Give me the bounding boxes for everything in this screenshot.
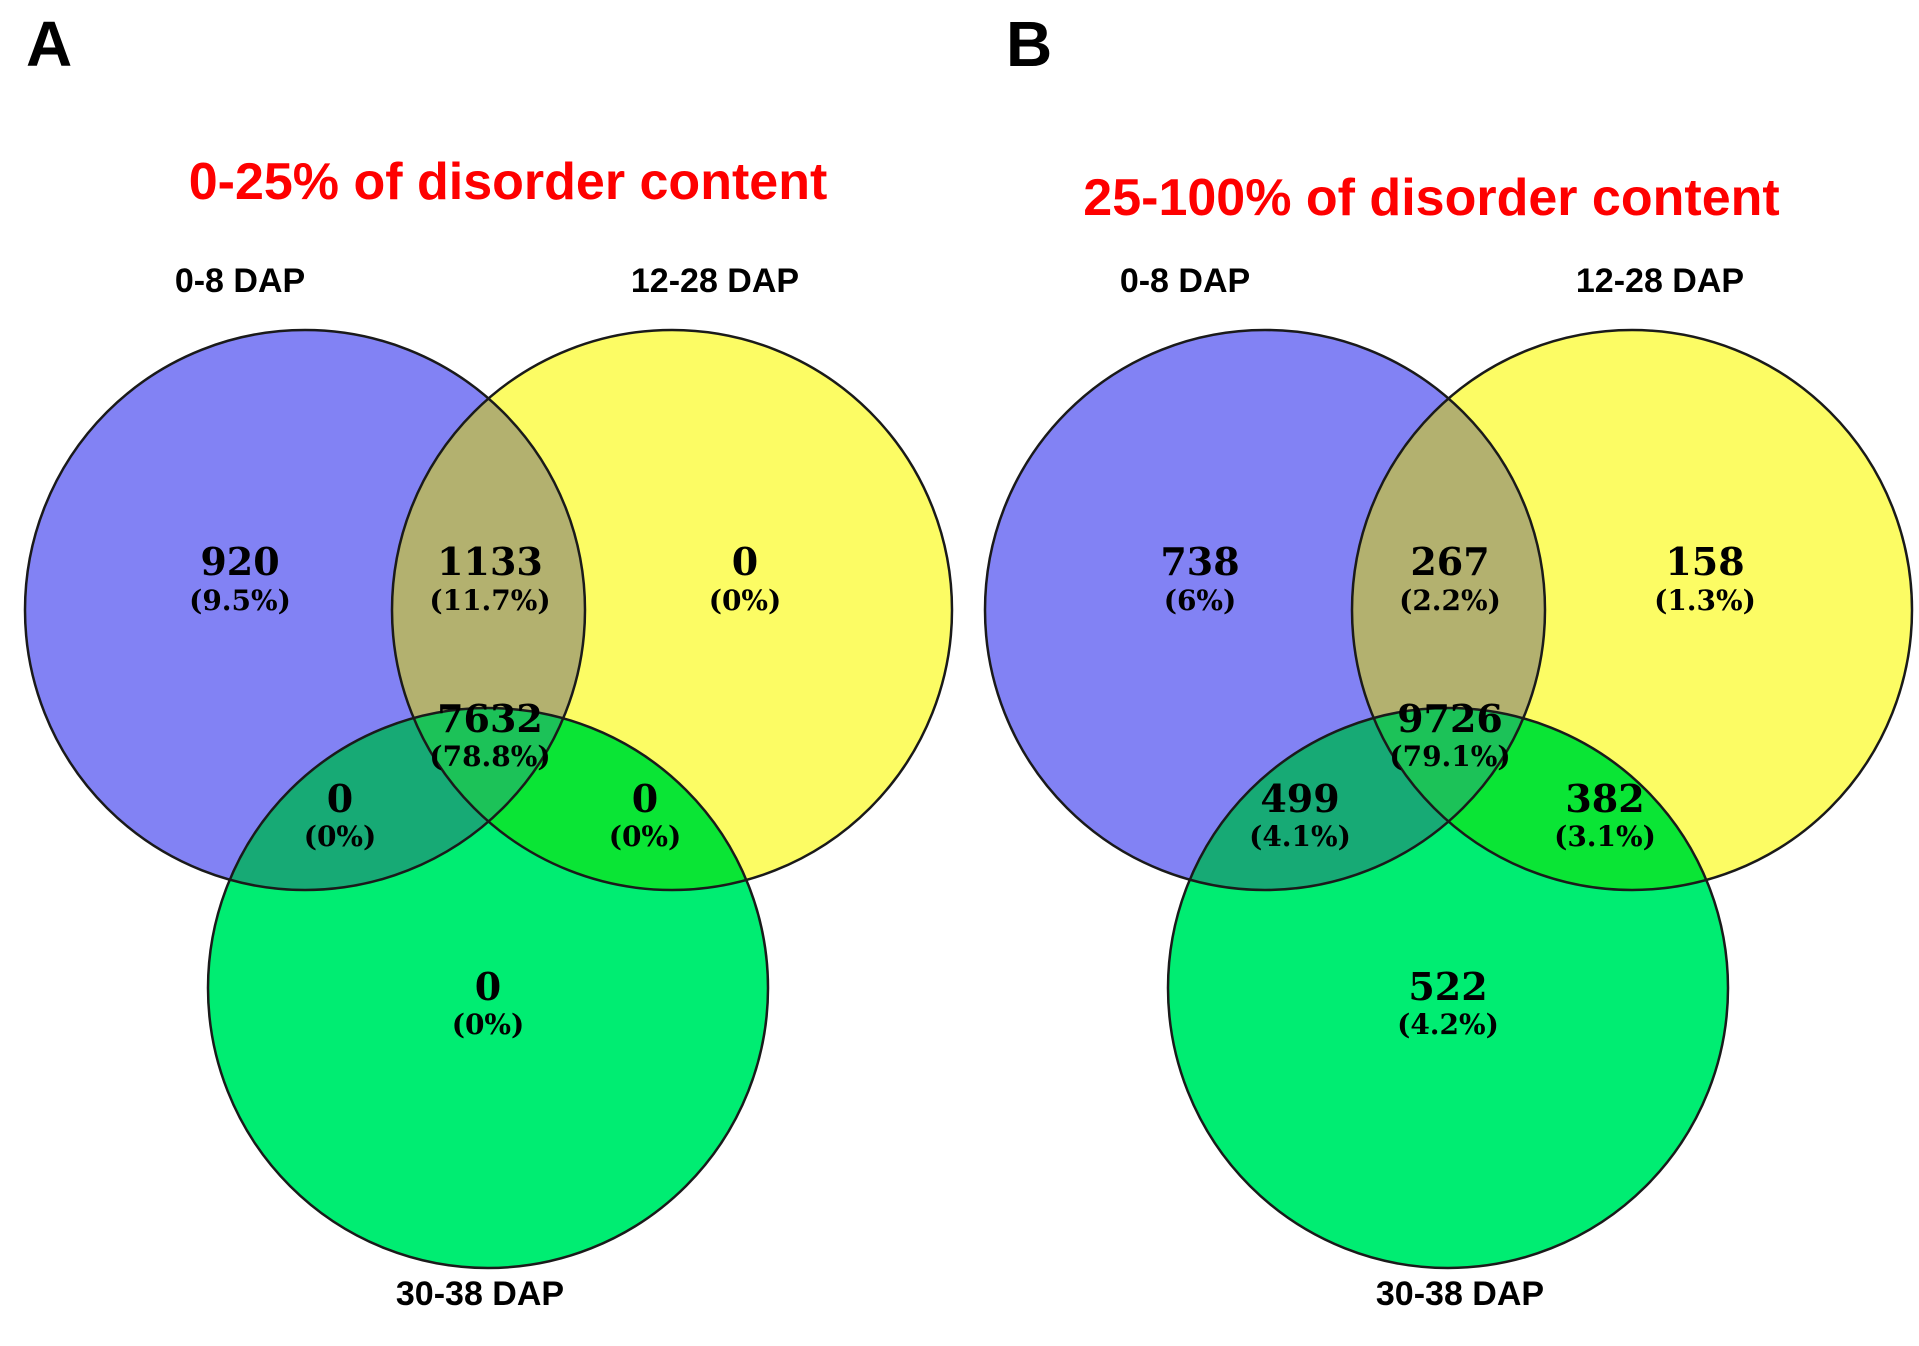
venn-diagram-a: 0-8 DAP 12-28 DAP 30-38 DAP 920 (9.5%) 1… — [23, 262, 954, 1313]
overlap-blue-green — [1168, 708, 1545, 890]
outline-yellow — [390, 328, 954, 892]
region-pct-center: (78.8%) — [429, 740, 550, 773]
region-count-center: 7632 — [437, 696, 543, 741]
region-pct-blue-yellow: (2.2%) — [1399, 584, 1501, 617]
region-pct-blue-only: (9.5%) — [189, 584, 291, 617]
region-count-blue-yellow: 267 — [1410, 539, 1489, 584]
region-pct-blue-green: (4.1%) — [1249, 820, 1351, 853]
region-pct-yellow-only: (0%) — [709, 584, 782, 617]
region-pct-blue-green: (0%) — [304, 820, 377, 853]
region-count-yellow-only: 0 — [732, 539, 758, 584]
region-pct-blue-yellow: (11.7%) — [429, 584, 550, 617]
overlap-yellow-green — [1352, 708, 1728, 890]
outline-blue — [983, 328, 1547, 892]
region-pct-green-only: (4.2%) — [1397, 1008, 1499, 1041]
region-count-yellow-green: 382 — [1565, 776, 1644, 821]
region-count-blue-green: 0 — [327, 776, 353, 821]
panel-a-letter: A — [26, 8, 73, 80]
region-count-green-only: 522 — [1408, 964, 1487, 1009]
set-label-0-8-dap: 0-8 DAP — [1120, 262, 1250, 300]
panel-a-title: 0-25% of disorder content — [188, 153, 828, 211]
region-count-yellow-green: 0 — [632, 776, 658, 821]
overlap-yellow-green — [392, 708, 768, 890]
region-count-blue-green: 499 — [1260, 776, 1339, 821]
region-pct-yellow-green: (3.1%) — [1554, 820, 1656, 853]
region-count-yellow-only: 158 — [1665, 539, 1744, 584]
overlap-blue-green — [208, 708, 585, 890]
panel-b-letter: B — [1006, 8, 1053, 80]
outline-green — [1166, 706, 1730, 1270]
set-label-12-28-dap: 12-28 DAP — [1576, 262, 1744, 300]
region-pct-yellow-green: (0%) — [609, 820, 682, 853]
panel-b-title: 25-100% of disorder content — [1083, 169, 1780, 227]
set-label-0-8-dap: 0-8 DAP — [175, 262, 305, 300]
region-count-blue-only: 738 — [1160, 539, 1239, 584]
region-pct-blue-only: (6%) — [1164, 584, 1237, 617]
region-count-center: 9726 — [1397, 696, 1503, 741]
region-count-green-only: 0 — [475, 964, 501, 1009]
region-count-blue-only: 920 — [200, 539, 279, 584]
panel-b: B 25-100% of disorder content — [960, 0, 1919, 1346]
region-count-blue-yellow: 1133 — [437, 539, 543, 584]
outline-blue — [23, 328, 587, 892]
set-label-30-38-dap: 30-38 DAP — [396, 1275, 564, 1313]
region-pct-green-only: (0%) — [452, 1008, 525, 1041]
set-label-30-38-dap: 30-38 DAP — [1376, 1275, 1544, 1313]
panel-a: A 0-25% of disorder content — [23, 8, 954, 1313]
region-pct-center: (79.1%) — [1389, 740, 1510, 773]
outline-yellow — [1350, 328, 1914, 892]
set-label-12-28-dap: 12-28 DAP — [631, 262, 799, 300]
venn-diagram-b: 0-8 DAP 12-28 DAP 30-38 DAP 738 (6%) 267… — [983, 262, 1914, 1313]
outline-green — [206, 706, 770, 1270]
region-pct-yellow-only: (1.3%) — [1654, 584, 1756, 617]
